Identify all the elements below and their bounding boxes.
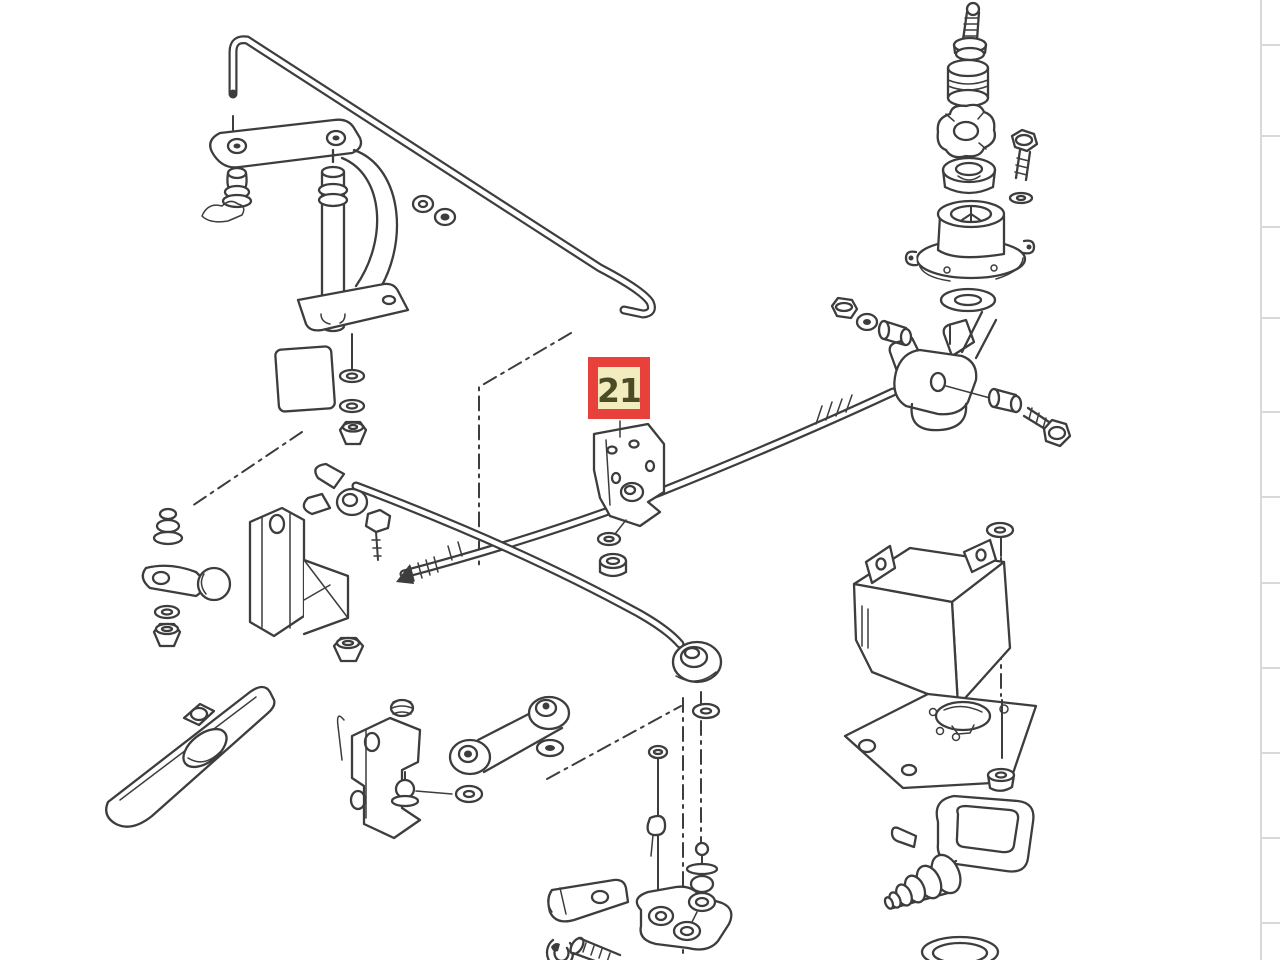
relay-bracket [547, 878, 630, 923]
bushing-sleeve [987, 387, 1023, 414]
ball-socket-bushings [672, 891, 717, 942]
spring-washer-clip [545, 938, 575, 960]
console-cover-group [843, 521, 1038, 960]
rubber-boot [883, 794, 1035, 910]
cup-bearing [941, 156, 997, 195]
callout-label: 21 [597, 371, 641, 410]
ball-head [196, 566, 232, 602]
star-lock-nut [936, 103, 997, 159]
flange-nut [598, 552, 628, 578]
spring-clip [201, 200, 245, 223]
clevis-bracket [336, 715, 453, 840]
bottom-center-cluster [545, 744, 733, 960]
fork-joint-group [302, 462, 392, 663]
relay-lever-group [141, 507, 232, 648]
connecting-link [448, 695, 571, 804]
callout-21[interactable]: 21 [588, 357, 650, 438]
shift-rod-guide [228, 35, 656, 319]
support-arm [209, 118, 363, 169]
small-hardware-row [830, 296, 913, 347]
threaded-stud [952, 1, 988, 62]
mounting-bracket-21 [592, 422, 666, 578]
lower-shift-rod [351, 481, 723, 720]
rubber-buffer [221, 166, 253, 209]
splined-bolt [569, 936, 622, 960]
ball-stud-upper [685, 841, 719, 894]
washer-pair [411, 194, 457, 227]
shift-lever-support-assembly [201, 118, 410, 446]
base-plate [296, 282, 410, 332]
retaining-clip [646, 814, 667, 857]
cover-box [852, 538, 1012, 708]
side-bolt [1008, 128, 1039, 205]
gasket-ring [939, 287, 997, 313]
tall-bracket [248, 506, 350, 638]
right-bolt [1022, 406, 1072, 448]
rubber-buffer-small [152, 507, 184, 546]
gate-plate [843, 692, 1038, 790]
bottom-left-cluster [105, 685, 571, 840]
hex-bolt [364, 508, 392, 534]
callout-box-fill [598, 367, 640, 409]
spacer-sleeve [946, 58, 990, 108]
selector-blade [105, 685, 276, 828]
assembly-leader-lines [191, 115, 1002, 957]
shim-plate [274, 345, 336, 413]
threaded-plug [389, 698, 415, 718]
retaining-pin [985, 521, 1016, 792]
base-plate-hardware [338, 333, 368, 446]
ball-housing-stack [830, 1, 1072, 448]
universal-joint-clevis [888, 310, 998, 432]
spreadsheet-grid-edge [1260, 0, 1280, 960]
retaining-ring [920, 935, 1000, 960]
ball-housing [904, 199, 1036, 282]
relay-lever [141, 564, 205, 598]
